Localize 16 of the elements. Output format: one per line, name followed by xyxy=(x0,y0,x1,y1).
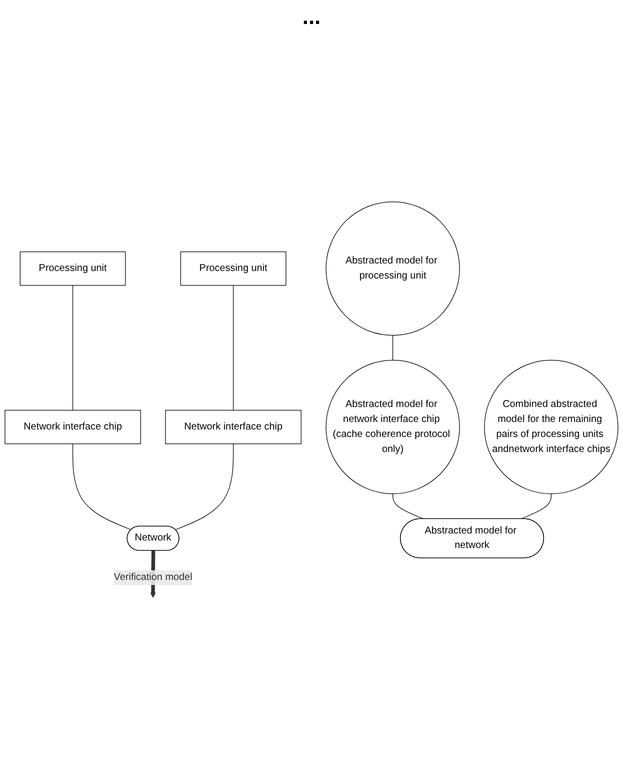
connector xyxy=(232,285,234,411)
connector xyxy=(392,335,394,361)
node-circle: Combined abstracted model for the remaining pairs of processing units andnetwork interface chips xyxy=(484,360,618,494)
connector xyxy=(520,494,552,520)
node-box: Network interface chip xyxy=(4,410,141,444)
node-circle: Abstracted model for processing unit xyxy=(326,201,460,336)
connector xyxy=(72,444,132,530)
ellipsis-label: ... xyxy=(302,4,321,29)
connector xyxy=(392,494,424,520)
node-box: Processing unit xyxy=(180,251,286,286)
connector xyxy=(72,285,74,411)
node-box: Processing unit xyxy=(20,251,126,286)
node-circle: Abstracted model for network interface chip (cache coherence protocol only) xyxy=(326,360,460,494)
connector xyxy=(175,444,234,530)
edge-label: Verification model xyxy=(114,572,192,583)
node-box: Network interface chip xyxy=(165,410,302,444)
